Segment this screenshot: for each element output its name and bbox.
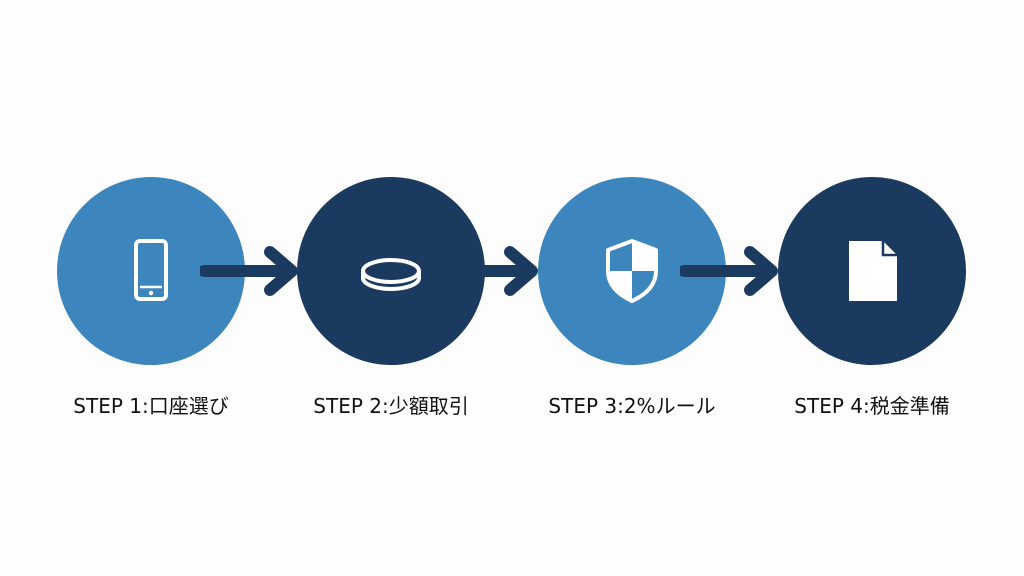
coin-icon [361,258,421,291]
arrow-3-to-4 [680,246,778,296]
step-2-label: STEP 2:少額取引 [313,394,469,418]
document-icon [849,241,897,301]
step-4-circle [778,177,966,365]
step-3-label: STEP 3:2%ルール [548,394,716,418]
step-1-label: STEP 1:口座選び [73,394,229,418]
step-2-circle [297,177,485,365]
step-4-label: STEP 4:税金準備 [794,394,950,418]
arrow-2-to-3 [440,246,538,296]
shield-icon [606,239,658,303]
arrow-1-to-2 [200,246,298,296]
smartphone-icon [134,239,168,301]
